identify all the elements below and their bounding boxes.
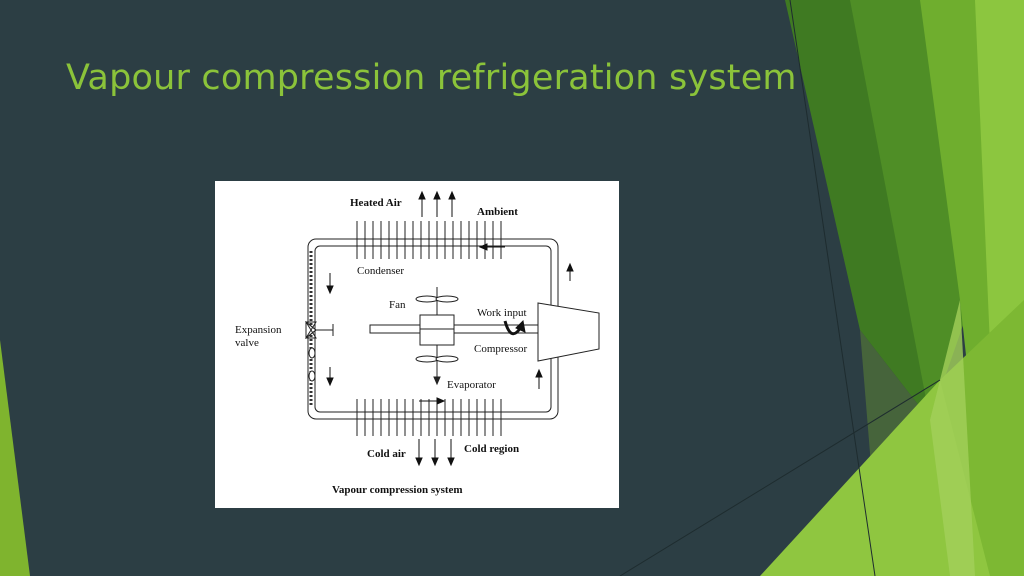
label-cold-region: Cold region: [464, 443, 519, 455]
heated-air-arrows: [418, 190, 456, 217]
diagram-caption: Vapour compression system: [332, 484, 463, 496]
condenser-fins: [356, 221, 502, 259]
facet-highlight: [930, 300, 975, 576]
label-condenser: Condenser: [357, 265, 404, 277]
fan-symbol: [415, 287, 459, 386]
label-cold-air: Cold air: [367, 448, 406, 460]
label-heated-air: Heated Air: [350, 197, 402, 209]
slide-title: Vapour compression refrigeration system: [66, 58, 797, 98]
label-compressor: Compressor: [474, 343, 528, 355]
facet-line: [789, 0, 876, 576]
evaporator-fins: [356, 399, 502, 436]
label-fan: Fan: [389, 299, 406, 311]
facet-line: [619, 379, 941, 576]
expansion-valve-symbol: [305, 320, 334, 382]
cold-air-arrows: [415, 439, 455, 467]
label-work-input: Work input: [477, 307, 527, 319]
refrigeration-diagram: Heated Air Ambient Condenser Fan Work in…: [215, 181, 619, 508]
label-expansion-line2: valve: [235, 337, 259, 349]
label-evaporator: Evaporator: [447, 379, 496, 391]
label-expansion-line1: Expansion: [235, 324, 282, 336]
label-ambient: Ambient: [477, 206, 518, 218]
compressor-symbol: [537, 302, 600, 362]
work-input-arrow: [503, 319, 526, 336]
flow-arrows: [326, 243, 574, 405]
left-green-sliver: [0, 340, 30, 576]
